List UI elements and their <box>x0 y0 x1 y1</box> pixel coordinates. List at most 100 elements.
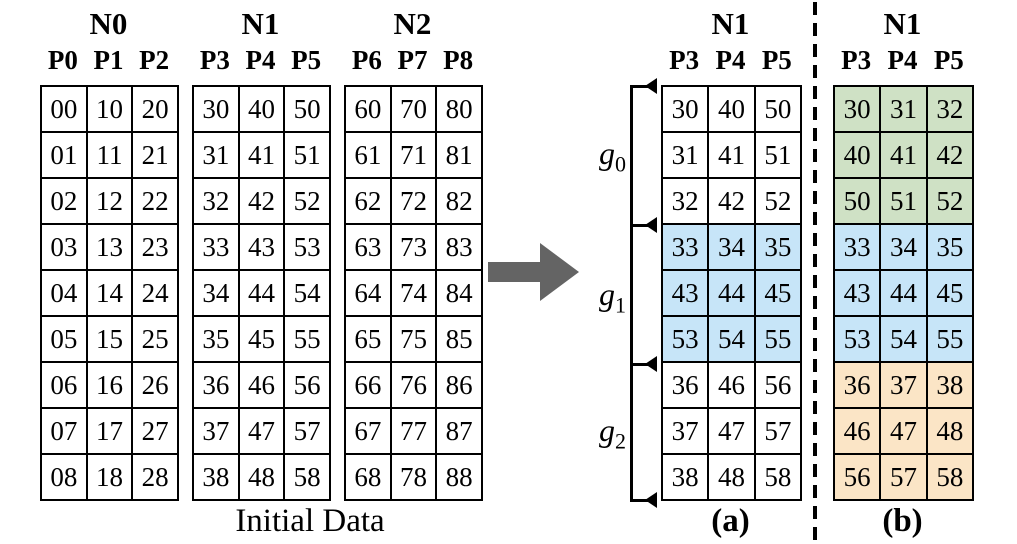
data-cell: 63 <box>345 224 391 270</box>
data-cell: 31 <box>662 132 709 178</box>
data-cell: 56 <box>834 454 881 500</box>
data-cell: 51 <box>754 132 801 178</box>
data-cell: 33 <box>662 224 709 270</box>
data-cell: 35 <box>193 316 239 362</box>
data-cell: 57 <box>754 408 801 454</box>
process-label: P4 <box>715 45 746 75</box>
data-cell: 72 <box>390 178 437 224</box>
data-cell: 40 <box>834 132 881 178</box>
data-cell: 88 <box>436 454 483 500</box>
data-cell: 14 <box>86 270 133 316</box>
data-cell: 65 <box>345 316 391 362</box>
data-cell: 44 <box>238 270 285 316</box>
initial-data-caption: Initial Data <box>235 503 385 539</box>
data-cell: 54 <box>880 316 927 362</box>
process-label: P3 <box>199 45 230 75</box>
data-cell: 06 <box>41 362 87 408</box>
panel-b-caption: (b) <box>882 503 923 539</box>
bracket-arrowhead-icon <box>645 78 657 94</box>
data-cell: 30 <box>834 86 881 132</box>
node-title: N1 <box>241 6 280 41</box>
data-cell: 25 <box>132 316 179 362</box>
data-cell: 12 <box>86 178 133 224</box>
data-cell: 56 <box>754 362 801 408</box>
data-cell: 57 <box>284 408 331 454</box>
data-cell: 77 <box>390 408 437 454</box>
process-label: P5 <box>291 45 322 75</box>
data-cell: 58 <box>754 454 801 500</box>
group-label-g1: g1 <box>566 276 626 318</box>
process-label: P4 <box>887 45 918 75</box>
group-subscript: 2 <box>615 428 626 454</box>
data-cell: 80 <box>436 86 483 132</box>
bracket-arrowhead-icon <box>645 492 657 508</box>
data-cell: 41 <box>708 132 755 178</box>
data-cell: 10 <box>86 86 133 132</box>
group-letter: g <box>599 135 615 171</box>
data-cell: 41 <box>238 132 285 178</box>
process-label: P3 <box>669 45 700 75</box>
data-cell: 24 <box>132 270 179 316</box>
data-cell: 73 <box>390 224 437 270</box>
data-cell: 22 <box>132 178 179 224</box>
data-cell: 28 <box>132 454 179 500</box>
node-title: N0 <box>89 6 128 41</box>
data-cell: 44 <box>708 270 755 316</box>
process-label: P2 <box>139 45 170 75</box>
data-cell: 53 <box>834 316 881 362</box>
data-cell: 40 <box>238 86 285 132</box>
node-title: N2 <box>393 6 432 41</box>
group-label-g2: g2 <box>566 412 626 454</box>
data-cell: 50 <box>284 86 331 132</box>
group-label-g0: g0 <box>566 135 626 177</box>
data-cell: 86 <box>436 362 483 408</box>
data-cell: 20 <box>132 86 179 132</box>
data-cell: 46 <box>834 408 881 454</box>
data-cell: 48 <box>238 454 285 500</box>
data-cell: 42 <box>926 132 973 178</box>
data-cell: 36 <box>662 362 709 408</box>
data-cell: 42 <box>708 178 755 224</box>
data-cell: 01 <box>41 132 87 178</box>
data-cell: 46 <box>238 362 285 408</box>
data-cell: 50 <box>834 178 881 224</box>
data-cell: 38 <box>926 362 973 408</box>
right-arrow-icon <box>488 262 541 282</box>
bracket-tick <box>630 224 650 227</box>
bracket-tick <box>630 363 650 366</box>
data-cell: 55 <box>284 316 331 362</box>
data-cell: 44 <box>880 270 927 316</box>
data-cell: 05 <box>41 316 87 362</box>
data-cell: 43 <box>834 270 881 316</box>
data-cell: 31 <box>193 132 239 178</box>
group-letter: g <box>599 276 615 312</box>
data-cell: 37 <box>880 362 927 408</box>
process-label: P0 <box>47 45 78 75</box>
data-cell: 32 <box>662 178 709 224</box>
data-cell: 33 <box>834 224 881 270</box>
data-cell: 45 <box>238 316 285 362</box>
